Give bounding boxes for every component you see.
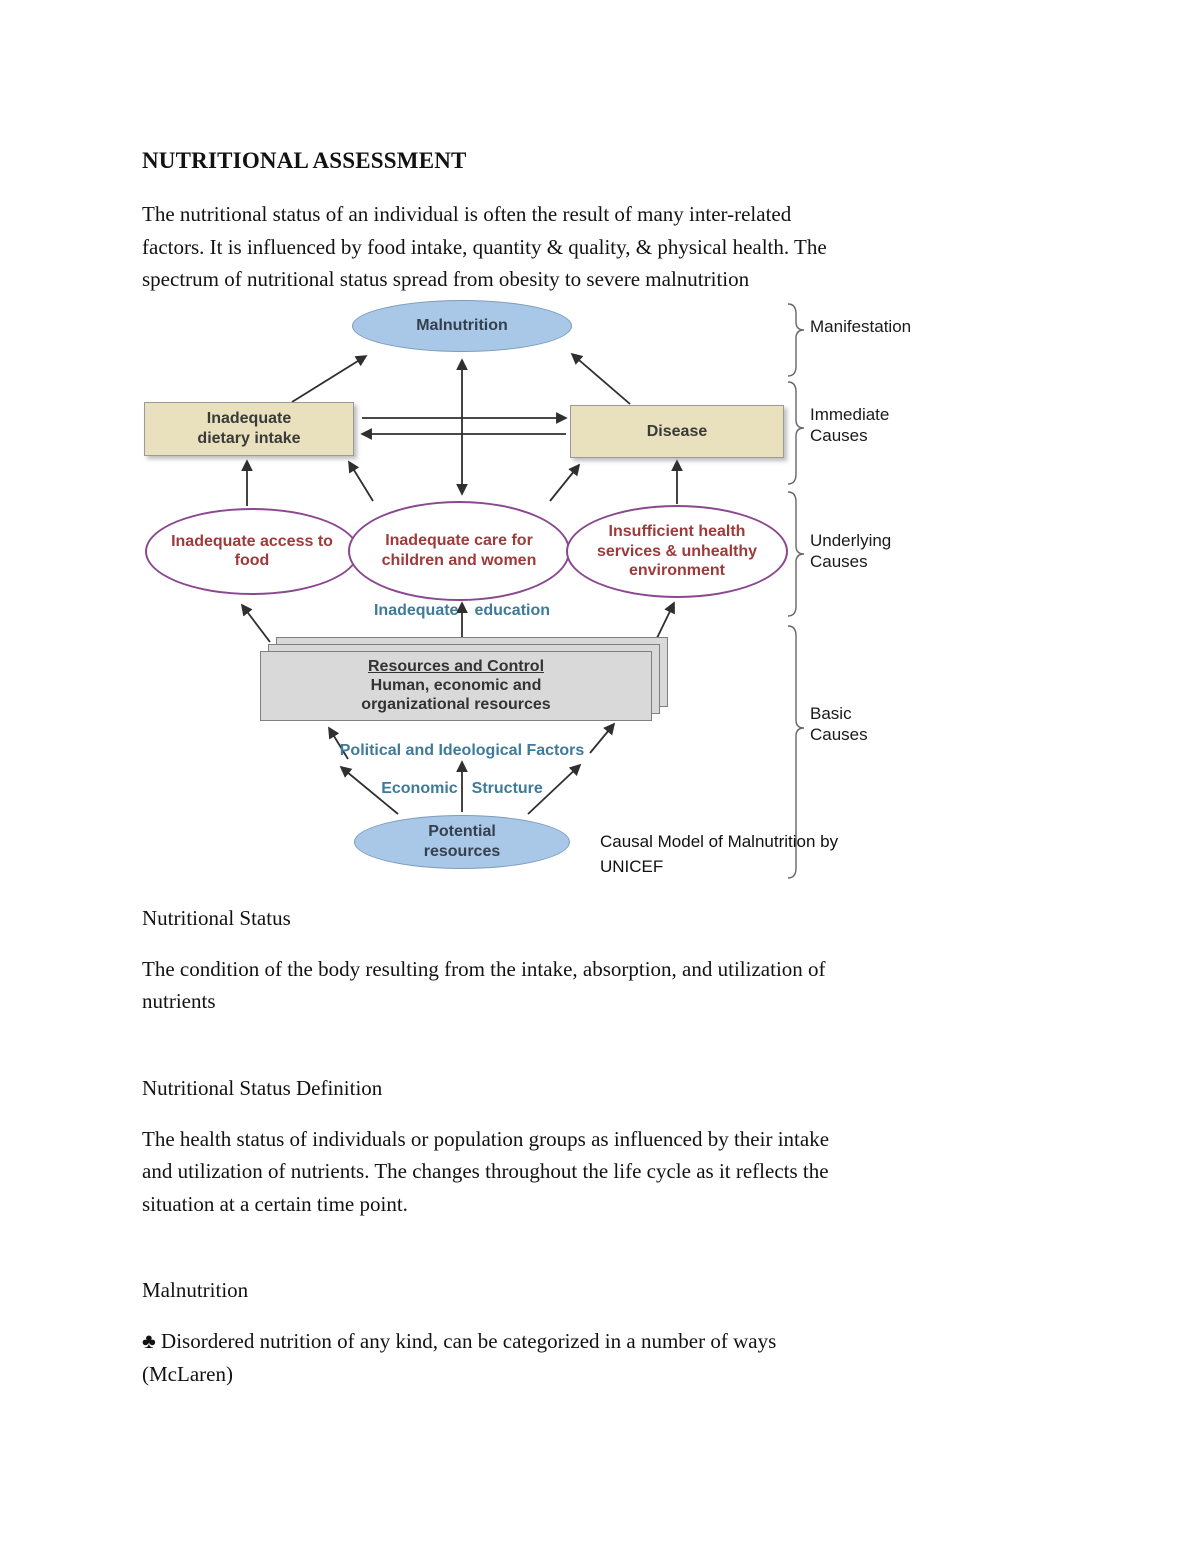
- section-nutritional-status: Nutritional Status The condition of the …: [142, 906, 1058, 1018]
- bullet-line: (McLaren): [142, 1361, 233, 1386]
- economic-left: Economic: [381, 779, 458, 797]
- section-malnutrition: Malnutrition ♣ Disordered nutrition of a…: [142, 1278, 1058, 1390]
- body-line: The health status of individuals or popu…: [142, 1126, 830, 1151]
- body-line: nutrients: [142, 989, 216, 1014]
- node-dietary-label: Inadequate dietary intake: [197, 410, 301, 447]
- intro-line: The nutritional status of an individual …: [142, 202, 792, 226]
- section-heading: Malnutrition: [142, 1278, 249, 1303]
- node-inadequate-care: Inadequate care for children and women: [348, 500, 570, 601]
- section-nutritional-status-definition: Nutritional Status Definition The health…: [142, 1076, 1058, 1221]
- diagram-caption: Causal Model of Malnutrition by UNICEF: [600, 831, 839, 877]
- stage-label-immediate-causes: Immediate Causes: [810, 404, 890, 445]
- node-disease: Disease: [570, 404, 784, 458]
- body-line: situation at a certain time point.: [142, 1191, 408, 1216]
- arrow-lines: [240, 352, 683, 815]
- label-political-ideological-factors: Political and Ideological Factors: [339, 741, 585, 759]
- resources-title: Resources and Control: [367, 657, 545, 675]
- resources-body: Human, economic and organizational resou…: [361, 677, 551, 714]
- economic-right: Structure: [471, 779, 543, 797]
- label-inadequate-education: Inadequate education: [322, 602, 602, 620]
- node-insufficient-health-services: Insufficient health services & unhealthy…: [566, 504, 788, 598]
- stage-label-manifestation: Manifestation: [810, 316, 912, 336]
- body-line: and utilization of nutrients. The change…: [142, 1159, 829, 1184]
- section-body: The health status of individuals or popu…: [142, 1123, 1058, 1221]
- section-heading: Nutritional Status Definition: [142, 1075, 383, 1100]
- stage-label-basic-causes: Basic Causes: [810, 703, 868, 744]
- section-heading: Nutritional Status: [142, 905, 291, 930]
- diagram-arrows-and-brackets: [240, 302, 805, 879]
- node-disease-label: Disease: [646, 422, 708, 440]
- stage-label-underlying-causes: Underlying Causes: [810, 530, 892, 571]
- label-economic-structure: Economic Structure: [342, 780, 582, 798]
- node-malnutrition: Malnutrition: [352, 299, 572, 352]
- node-inadequate-dietary-intake: Inadequate dietary intake: [144, 401, 354, 456]
- node-resources-and-control: Resources and Control Human, economic an…: [260, 650, 652, 721]
- intro-line: spectrum of nutritional status spread fr…: [142, 267, 750, 292]
- document-page: NUTRITIONAL ASSESSMENT The nutritional s…: [142, 148, 1058, 1390]
- education-right: education: [474, 601, 551, 619]
- section-body-bullet: ♣ Disordered nutrition of any kind, can …: [142, 1325, 1058, 1390]
- bullet-line: ♣ Disordered nutrition of any kind, can …: [142, 1329, 777, 1354]
- body-line: The condition of the body resulting from…: [142, 956, 826, 981]
- node-potential-label: Potential resources: [423, 823, 501, 860]
- node-care-label: Inadequate care for children and women: [381, 532, 537, 569]
- node-potential-resources: Potential resources: [354, 814, 570, 869]
- intro-paragraph: The nutritional status of an individual …: [142, 198, 1058, 296]
- section-body: The condition of the body resulting from…: [142, 953, 1058, 1018]
- document-title: NUTRITIONAL ASSESSMENT: [142, 148, 467, 173]
- node-inadequate-access-to-food: Inadequate access to food: [145, 507, 359, 595]
- node-malnutrition-label: Malnutrition: [416, 317, 508, 335]
- unicef-causal-model-diagram: Malnutrition Inadequate dietary intake D…: [142, 298, 932, 890]
- stage-brackets: [787, 302, 805, 879]
- node-access-label: Inadequate access to food: [171, 532, 333, 570]
- education-left: Inadequate: [373, 601, 459, 619]
- node-health-label: Insufficient health services & unhealthy…: [596, 523, 758, 579]
- intro-line: factors. It is influenced by food intake…: [142, 234, 827, 259]
